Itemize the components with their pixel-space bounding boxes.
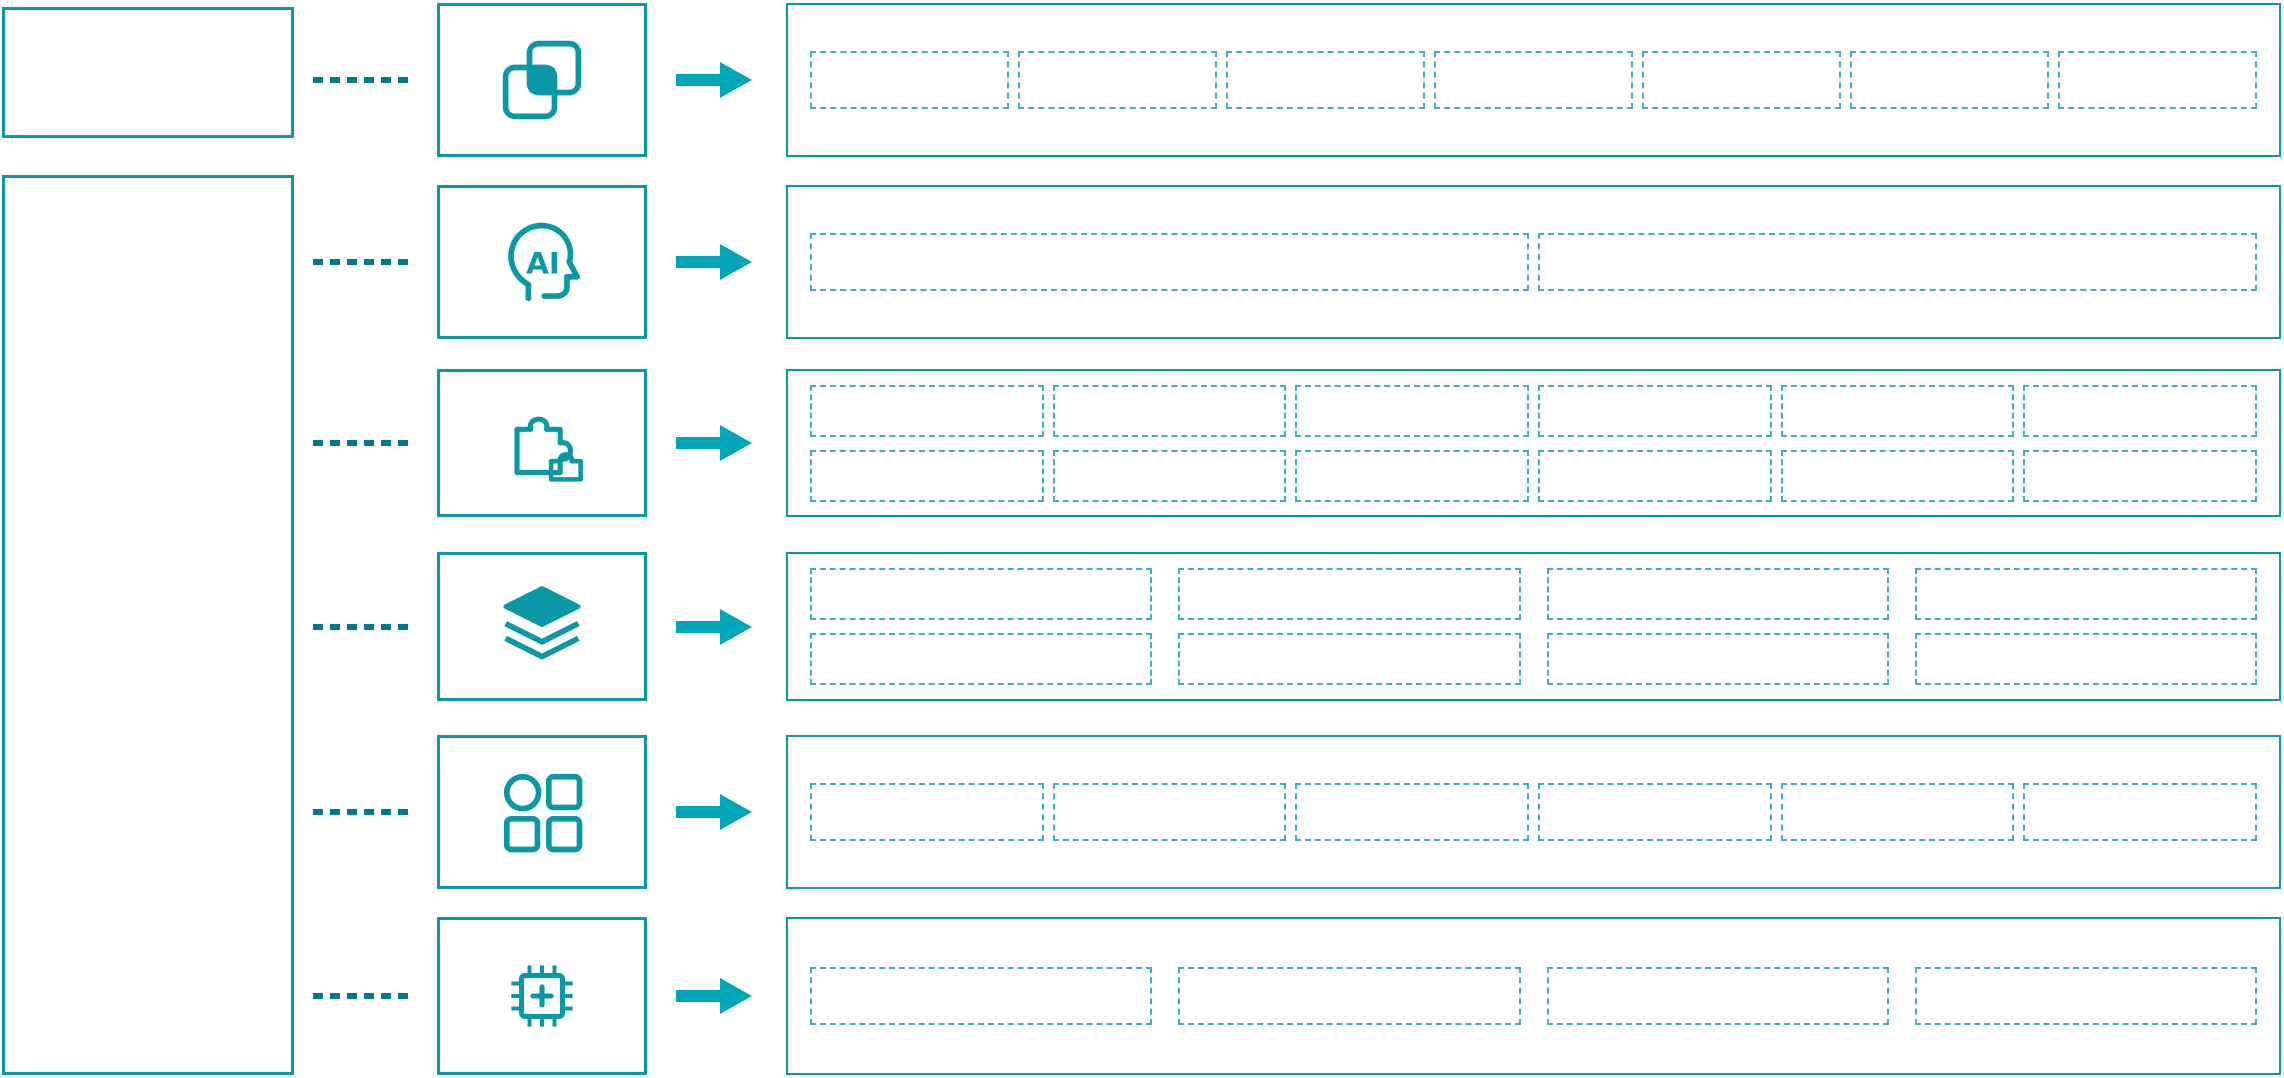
placeholder-line [810, 233, 2257, 291]
placeholder-line [810, 967, 2257, 1025]
dashed-connector [313, 440, 411, 446]
placeholder-box [1538, 449, 1772, 502]
dashed-connector [313, 259, 411, 265]
placeholder-group [786, 3, 2281, 157]
placeholder-box [1546, 568, 1889, 620]
placeholder-box [2058, 51, 2257, 109]
placeholder-box [1850, 51, 2049, 109]
placeholder-box [1914, 568, 2257, 620]
puzzle-icon [492, 393, 592, 493]
placeholder-box [1914, 967, 2257, 1025]
placeholder-grid [788, 5, 2279, 155]
placeholder-box [1546, 967, 1889, 1025]
dashed-connector [313, 993, 411, 999]
placeholder-box [1546, 633, 1889, 685]
placeholder-box [1434, 51, 1633, 109]
placeholder-box [2023, 384, 2258, 437]
placeholder-box [1052, 384, 1287, 437]
placeholder-box [810, 449, 1044, 502]
placeholder-line [810, 633, 2257, 685]
ai-label: AI [526, 246, 560, 280]
placeholder-box [2023, 449, 2258, 502]
diagram-row [0, 735, 2284, 889]
diagram-row [0, 369, 2284, 517]
placeholder-line [810, 384, 2258, 437]
placeholder-box [810, 568, 1153, 620]
placeholder-box [1780, 783, 2015, 841]
placeholder-box [1538, 233, 2257, 291]
placeholder-box [810, 233, 1529, 291]
placeholder-box [1052, 449, 1287, 502]
placeholder-group [786, 552, 2281, 701]
diagram-row [0, 552, 2284, 701]
category-panel [2, 175, 294, 1075]
placeholder-box [1295, 449, 1530, 502]
placeholder-box [1226, 51, 1425, 109]
icon-box [437, 735, 647, 889]
icon-box [437, 369, 647, 517]
ai-head-icon: AI [492, 212, 592, 312]
dashed-connector [313, 77, 411, 83]
placeholder-line [810, 449, 2258, 502]
arrow-right-icon [676, 976, 752, 1016]
placeholder-box [1538, 384, 1772, 437]
placeholder-box [1780, 384, 2015, 437]
overlapping-squares-icon [492, 30, 592, 130]
app-grid-icon [492, 762, 592, 862]
arrow-right-icon [676, 423, 752, 463]
placeholder-group [786, 369, 2281, 517]
chip-plus-icon [492, 946, 592, 1046]
placeholder-box [1178, 967, 1521, 1025]
placeholder-line [810, 568, 2257, 620]
placeholder-box [1178, 568, 1521, 620]
placeholder-box [810, 967, 1153, 1025]
icon-box [437, 552, 647, 701]
icon-box [437, 917, 647, 1075]
diagram-row [0, 3, 2284, 157]
placeholder-box [810, 384, 1044, 437]
placeholder-box [810, 51, 1009, 109]
placeholder-grid [788, 371, 2279, 515]
placeholder-box [1538, 783, 1772, 841]
placeholder-box [1178, 633, 1521, 685]
placeholder-box [810, 633, 1153, 685]
placeholder-box [2023, 783, 2258, 841]
icon-box [437, 3, 647, 157]
placeholder-group [786, 185, 2281, 339]
title-box [2, 7, 294, 138]
placeholder-box [1052, 783, 1287, 841]
arrow-right-icon [676, 607, 752, 647]
placeholder-line [810, 51, 2257, 109]
placeholder-box [1642, 51, 1841, 109]
placeholder-box [1295, 783, 1530, 841]
placeholder-group [786, 735, 2281, 889]
placeholder-box [1914, 633, 2257, 685]
diagram-row: AI [0, 185, 2284, 339]
layers-icon [492, 577, 592, 677]
arrow-right-icon [676, 792, 752, 832]
placeholder-grid [788, 554, 2279, 699]
placeholder-box [1295, 384, 1530, 437]
placeholder-box [1018, 51, 1217, 109]
dashed-connector [313, 809, 411, 815]
placeholder-box [810, 783, 1044, 841]
arrow-right-icon [676, 60, 752, 100]
icon-box: AI [437, 185, 647, 339]
arrow-right-icon [676, 242, 752, 282]
placeholder-grid [788, 737, 2279, 887]
placeholder-grid [788, 187, 2279, 337]
placeholder-grid [788, 919, 2279, 1073]
placeholder-group [786, 917, 2281, 1075]
diagram-row [0, 917, 2284, 1075]
dashed-connector [313, 623, 411, 630]
placeholder-line [810, 783, 2258, 841]
placeholder-box [1780, 449, 2015, 502]
